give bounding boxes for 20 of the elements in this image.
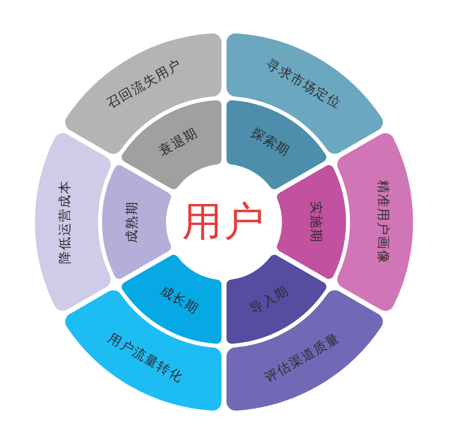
segment-label: 降低运营成本 (58, 180, 74, 264)
inner-ring-segment (226, 100, 327, 190)
outer-ring-segment (337, 133, 413, 311)
outer-ring-segment (65, 33, 222, 154)
segment-label: 评估渠道质量 (263, 332, 343, 386)
segment-label: 导入期 (248, 284, 292, 318)
segment-label: 成熟期 (126, 201, 140, 243)
segment-label: 精准用户画像 (374, 180, 390, 264)
inner-ring-segment (276, 165, 346, 279)
segment-label: 衰退期 (156, 126, 200, 160)
outer-ring-segment (226, 33, 383, 154)
segment-label: 寻求市场定位 (263, 58, 343, 112)
segment-label: 实施期 (308, 201, 322, 243)
inner-ring-segment (102, 165, 172, 279)
segment-label: 用户流量转化 (105, 332, 185, 386)
hub-label: 用户 (182, 200, 266, 244)
outer-ring-segment (35, 133, 111, 311)
segment-label: 召回流失用户 (105, 58, 185, 112)
segment-label: 探索期 (248, 126, 292, 160)
segment-label: 成长期 (156, 284, 200, 318)
